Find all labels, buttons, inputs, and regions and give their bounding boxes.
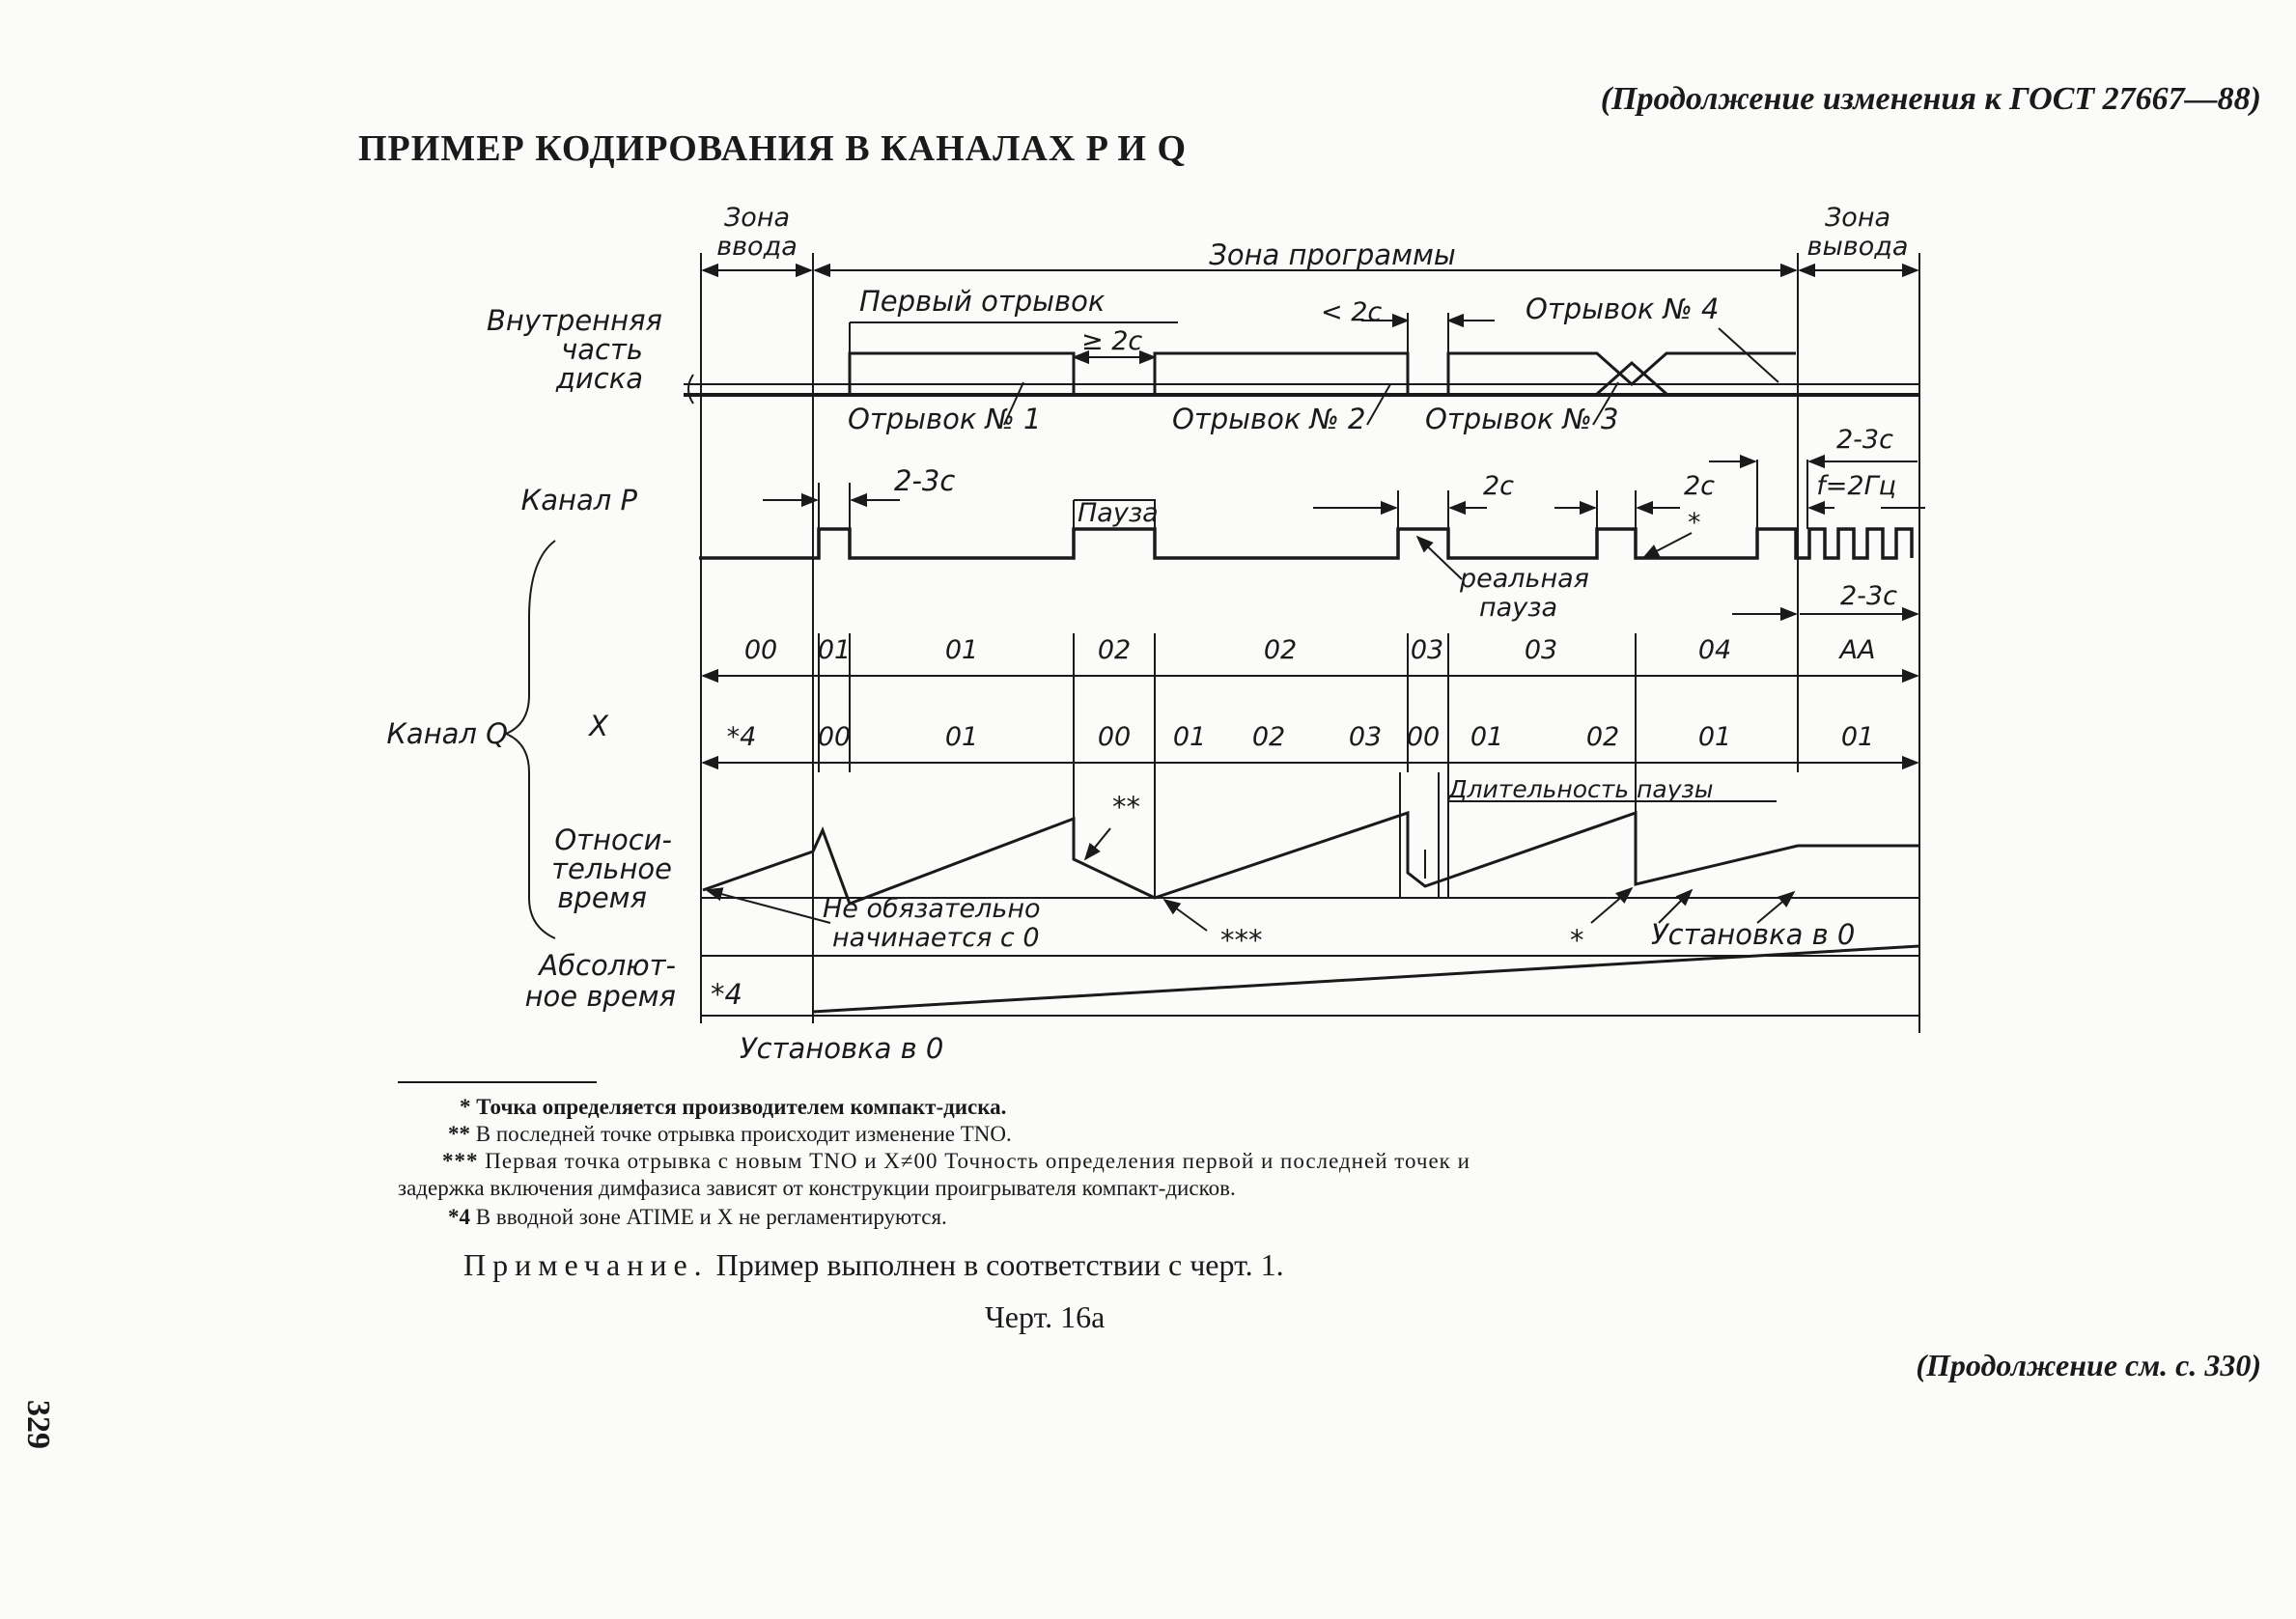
lead-out-label-1: Зона: [1825, 203, 1890, 233]
track-crossover: [1596, 360, 1667, 396]
rel-star-label: *: [1570, 924, 1584, 957]
continuation-footer: (Продолжение см. с. 330): [1916, 1348, 2261, 1382]
double-star-label: **: [1112, 791, 1140, 823]
tno-value: 03: [1525, 635, 1557, 665]
note: Примечание. Пример выполнен в соответств…: [463, 1247, 1284, 1283]
absolute-time-ramp: [812, 944, 1920, 1014]
inner-label-1: Внутренняя: [487, 304, 662, 337]
footnote-rule: [398, 1081, 597, 1083]
abs-star4-label: *4: [711, 978, 742, 1011]
x-value: 00: [1098, 722, 1131, 752]
first-track-label: Первый отрывок: [859, 285, 1106, 318]
pause-label: Пауза: [1078, 498, 1159, 528]
p-2-3c-label-b: 2-3с: [1836, 425, 1893, 455]
x-value: 01: [1841, 722, 1874, 752]
footnote-3: *** Первая точка отрывка с новым TNO и X…: [442, 1149, 1470, 1173]
lead-in-label-1: Зона: [724, 203, 790, 233]
track-3-4-block: [1446, 351, 1796, 394]
tno-value: 03: [1411, 635, 1443, 665]
lead-out-label-2: выводa: [1807, 232, 1909, 262]
tno-value: 04: [1698, 635, 1731, 665]
p-2-3c-label-a: 2-3с: [894, 464, 955, 497]
track-2-block: [1153, 351, 1410, 394]
track-1-block: [848, 351, 1076, 394]
page-title: ПРИМЕР КОДИРОВАНИЯ В КАНАЛАХ P И Q: [358, 128, 1187, 169]
channel-p-label: Канал P: [521, 484, 638, 516]
footnote-3-continued: задержка включения димфазиса зависят от …: [398, 1176, 1236, 1200]
inner-label-3: диска: [555, 362, 643, 395]
page-number: 329: [20, 1400, 56, 1449]
absolute-time-label-1: Абсолют-: [537, 949, 676, 982]
rel-set-zero-label: Установка в 0: [1651, 918, 1855, 951]
figure-label: Черт. 16а: [985, 1299, 1106, 1334]
track-3-label: Отрывок № 3: [1425, 403, 1618, 435]
tno-values: 00 01 01 02 02 03 03 04 АА: [744, 635, 1876, 665]
channel-p-waveform: [699, 527, 1914, 560]
x-value: 01: [1470, 722, 1503, 752]
tno-value: АА: [1838, 635, 1876, 665]
coding-diagram: Зона ввода Зона программы Зона выводa Вн…: [386, 203, 1925, 1065]
footnote-4: *4 В вводной зоне ATIME и X не регламент…: [448, 1205, 947, 1229]
channel-q-brace: [503, 540, 556, 939]
footnote-1: * Точка определяется производителем комп…: [460, 1095, 1007, 1119]
lead-in-label-2: ввода: [716, 232, 798, 262]
note-text: Пример выполнен в соответствии с черт. 1…: [715, 1247, 1284, 1282]
real-pause-label-1: реальная: [1459, 564, 1589, 594]
x-value: 01: [1173, 722, 1206, 752]
track-2-label: Отрывок № 2: [1172, 403, 1365, 435]
relative-time-label-3: время: [557, 881, 647, 914]
absolute-time-label-2: ное время: [525, 980, 676, 1013]
not-required-label-1: Не обязательно: [823, 894, 1041, 924]
inner-label-2: часть: [561, 333, 643, 366]
x-value: 03: [1349, 722, 1382, 752]
tno-value: 01: [945, 635, 978, 665]
x-value: 01: [1698, 722, 1731, 752]
triple-star-label: ***: [1220, 924, 1263, 957]
p-2c-label-b: 2с: [1684, 471, 1715, 501]
relative-time-label-2: тельное: [551, 852, 672, 885]
x-value: 00: [818, 722, 851, 752]
continuation-header: (Продолжение изменения к ГОСТ 27667—88): [1600, 81, 2261, 117]
program-zone-label: Зона программы: [1209, 238, 1455, 271]
x-value: 02: [1252, 722, 1285, 752]
pause-duration-label: Длительность паузы: [1447, 775, 1714, 803]
abs-set-zero-label: Установка в 0: [740, 1032, 943, 1065]
p-star-label: *: [1688, 508, 1701, 538]
p-2-3c-label-c: 2-3с: [1840, 581, 1897, 611]
channel-q-label: Канал Q: [386, 717, 508, 750]
x-value: 02: [1586, 722, 1619, 752]
note-label: Примечание.: [463, 1247, 709, 1282]
x-value: 01: [945, 722, 978, 752]
not-required-label-2: начинается с 0: [832, 923, 1040, 953]
tno-value: 01: [818, 635, 851, 665]
x-value: *4: [727, 722, 757, 752]
p-2c-label-a: 2с: [1483, 471, 1514, 501]
real-pause-label-2: пауза: [1479, 593, 1557, 623]
track-4-label: Отрывок № 4: [1526, 293, 1719, 325]
tno-value: 02: [1264, 635, 1297, 665]
ge2c-label: ≥ 2с: [1081, 326, 1142, 356]
tno-value: 02: [1098, 635, 1131, 665]
x-value: 00: [1407, 722, 1440, 752]
track-1-label: Отрывок № 1: [848, 403, 1041, 435]
frequency-label: f=2Гц: [1816, 471, 1896, 501]
relative-time-label-1: Относи-: [554, 823, 672, 856]
footnote-2: ** В последней точке отрывка происходит …: [448, 1122, 1012, 1146]
lt2c-label: < 2с: [1321, 297, 1382, 327]
x-values: *4 00 01 00 01 02 03 00 01 02 01 01: [727, 722, 1875, 752]
x-label: X: [587, 710, 609, 742]
rail-break: [687, 374, 694, 405]
relative-time-sawtooth: [702, 810, 1919, 906]
tno-value: 00: [744, 635, 777, 665]
